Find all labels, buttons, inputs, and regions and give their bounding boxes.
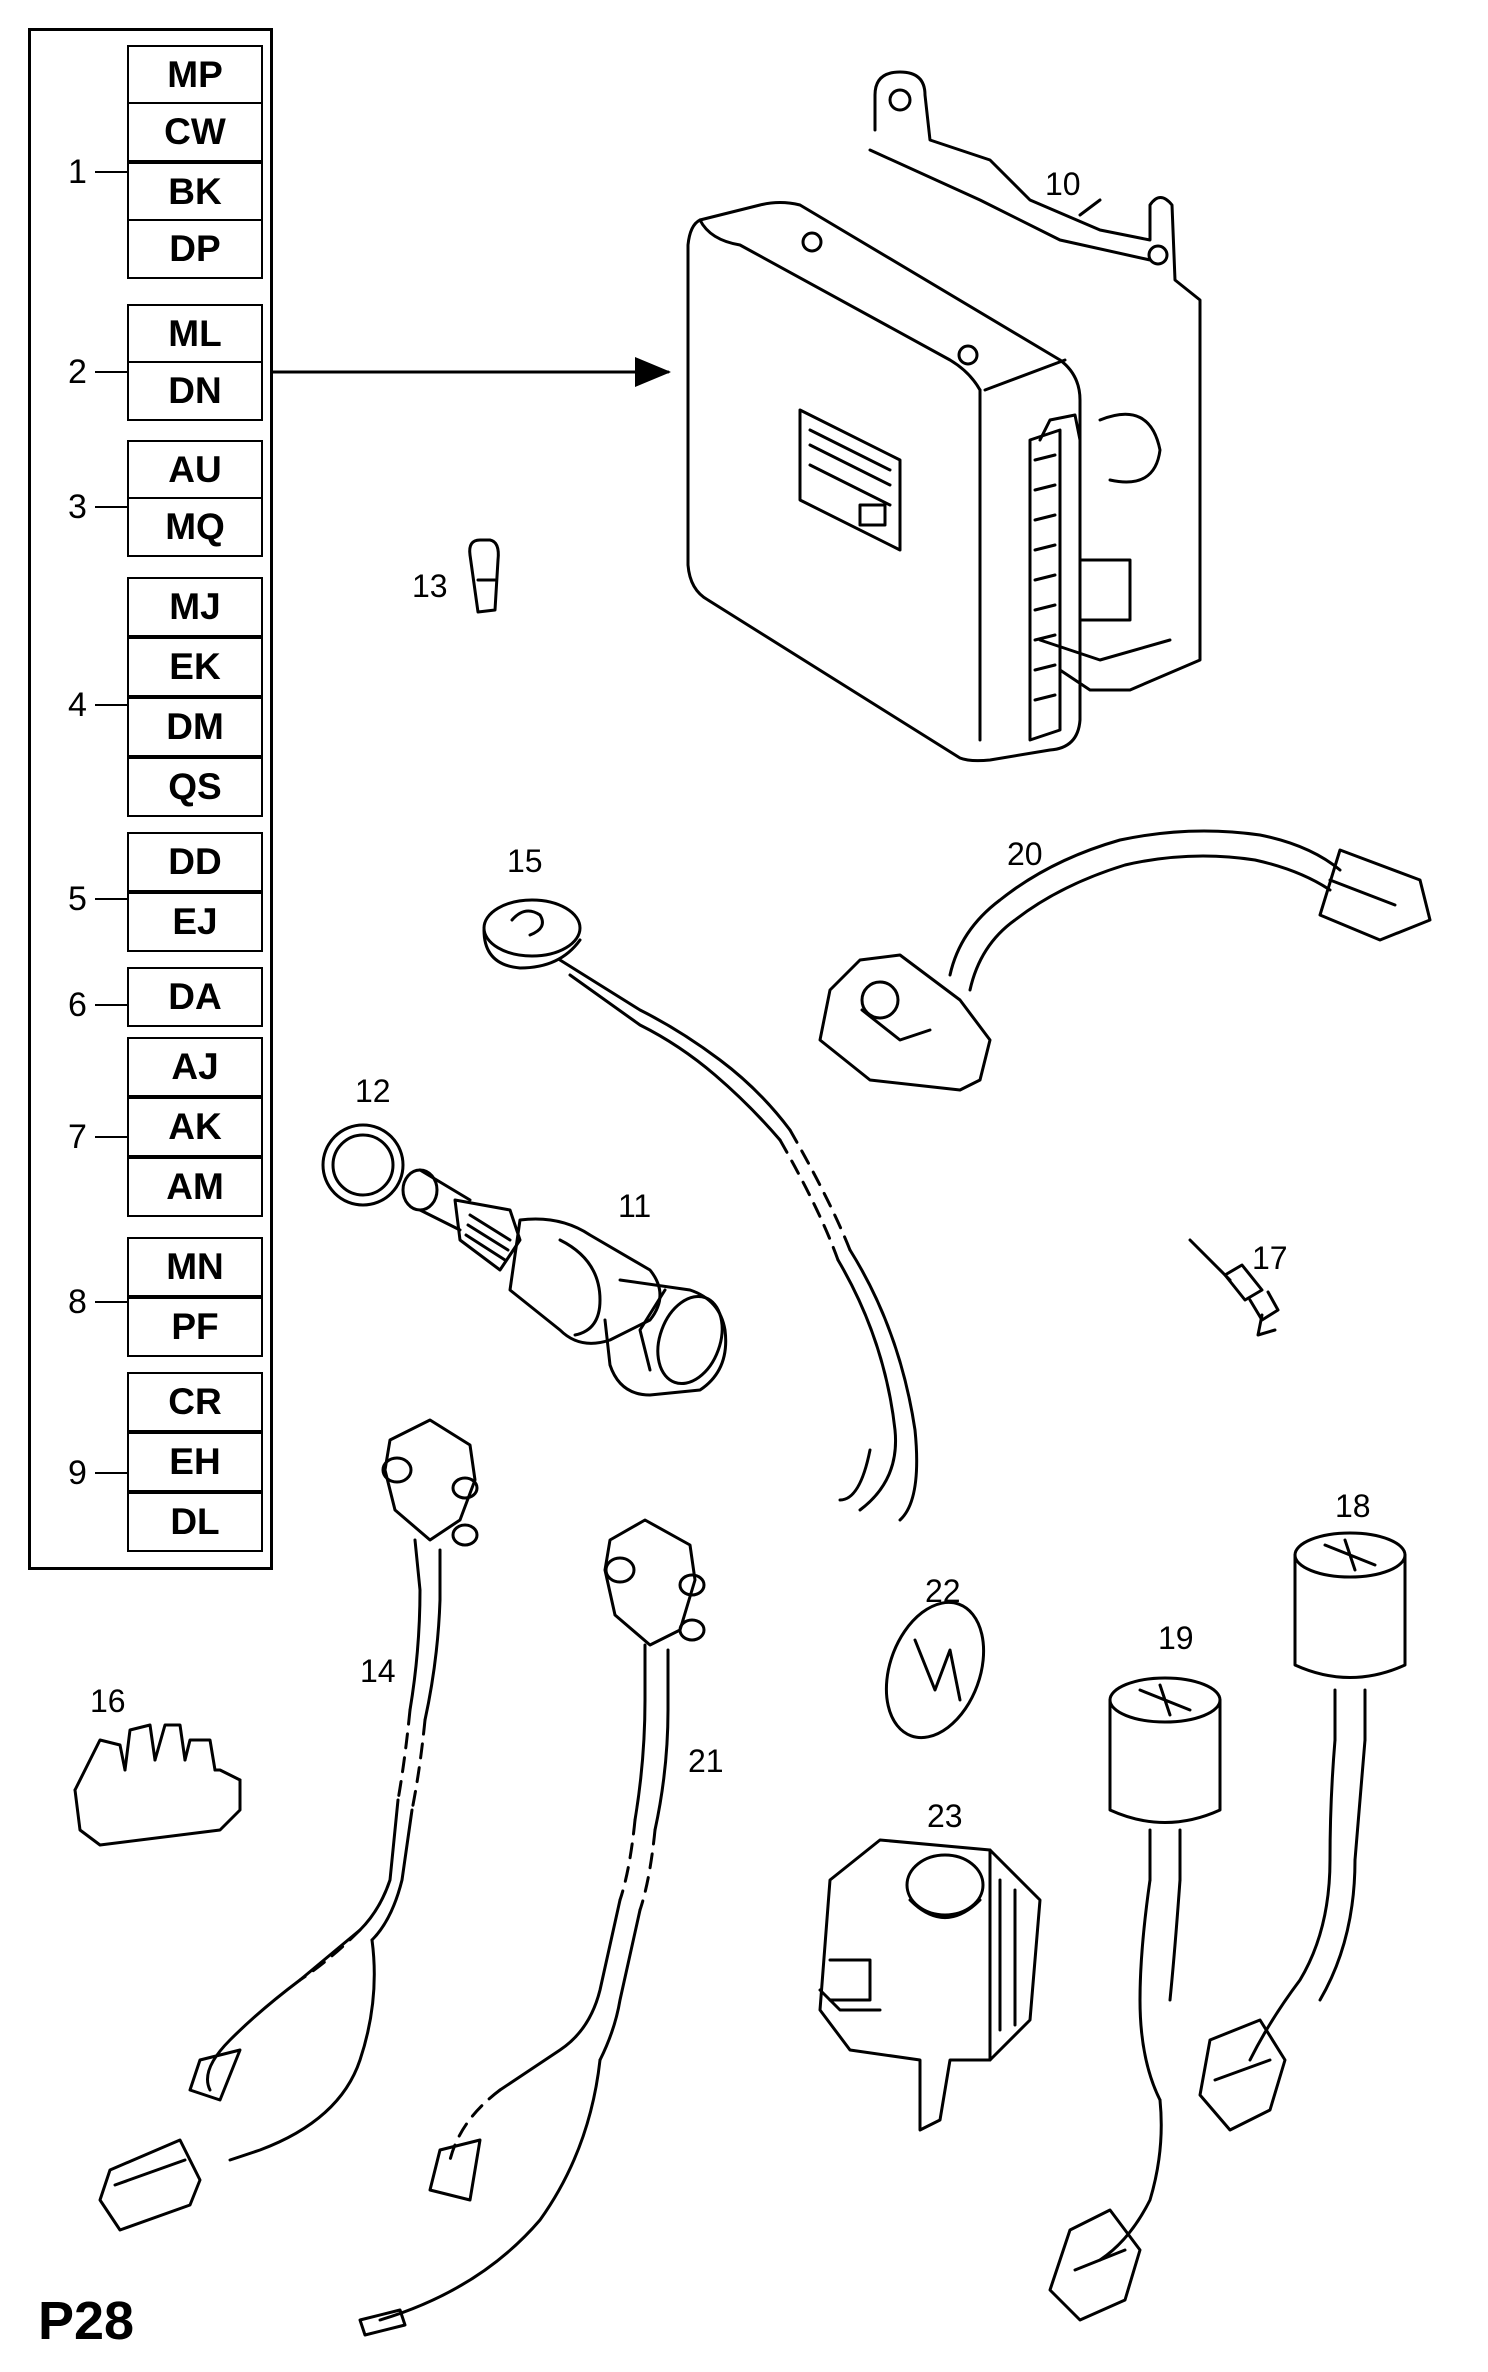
o-ring-12-drawing: [321, 1123, 405, 1207]
legend-group-1-number: 1: [68, 153, 87, 191]
callout-10: 10: [1045, 166, 1081, 202]
leader-10: [1078, 198, 1102, 217]
legend-group-5-number: 5: [68, 880, 87, 918]
code-box-1-4: DP: [127, 219, 263, 279]
code-box-9-2: EH: [127, 1432, 263, 1492]
clip-16-drawing: [73, 1723, 242, 1847]
callout-14: 14: [360, 1653, 396, 1689]
legend-group-7-number: 7: [68, 1118, 87, 1156]
callout-20: 20: [1007, 836, 1043, 872]
code-box-3-2: MQ: [127, 497, 263, 557]
legend-group-7-leader: [95, 1136, 128, 1138]
page-id: P28: [38, 2291, 135, 2351]
control-unit-10-drawing: [686, 70, 1202, 763]
legend-group-6-number: 6: [68, 986, 87, 1024]
callout-19: 19: [1158, 1620, 1194, 1656]
code-box-4-1: MJ: [127, 577, 263, 637]
bulb-13-drawing: [468, 538, 500, 614]
code-box-8-1: MN: [127, 1237, 263, 1297]
code-box-7-3: AM: [127, 1157, 263, 1217]
callout-21: 21: [688, 1743, 724, 1779]
code-box-5-1: DD: [127, 832, 263, 892]
callout-18: 18: [1335, 1488, 1371, 1524]
code-box-6-1: DA: [127, 967, 263, 1027]
legend-group-6-leader: [95, 1004, 128, 1006]
relay-23-drawing: [818, 1838, 1042, 2132]
legend-group-2-number: 2: [68, 353, 87, 391]
legend-group-8-leader: [95, 1301, 128, 1303]
code-box-3-1: AU: [127, 440, 263, 500]
legend-group-5-leader: [95, 898, 128, 900]
legend-group-8-number: 8: [68, 1283, 87, 1321]
harness-21-drawing: [358, 1518, 706, 2337]
code-box-2-1: ML: [127, 304, 263, 364]
callout-12: 12: [355, 1073, 391, 1109]
legend-group-9-leader: [95, 1472, 128, 1474]
harness-14-drawing: [98, 1418, 479, 2232]
callout-11: 11: [618, 1188, 652, 1224]
code-box-7-2: AK: [127, 1097, 263, 1157]
code-box-1-1: MP: [127, 45, 263, 105]
callout-13: 13: [412, 568, 448, 604]
code-box-9-1: CR: [127, 1372, 263, 1432]
legend-group-3-leader: [95, 506, 128, 508]
callout-15: 15: [507, 843, 543, 879]
sensor-15-drawing: [482, 898, 919, 1522]
legend-group-4-leader: [95, 704, 128, 706]
code-box-5-2: EJ: [127, 892, 263, 952]
code-box-4-3: DM: [127, 697, 263, 757]
code-box-9-3: DL: [127, 1492, 263, 1552]
code-box-1-2: CW: [127, 102, 263, 162]
callout-22: 22: [925, 1573, 961, 1609]
callout-16: 16: [90, 1683, 126, 1719]
legend-group-3-number: 3: [68, 488, 87, 526]
sensor-harness-20-drawing: [818, 829, 1432, 1092]
code-box-4-4: QS: [127, 757, 263, 817]
callout-17: 17: [1252, 1240, 1288, 1276]
legend-group-4-number: 4: [68, 686, 87, 724]
cap-22-drawing: [884, 1600, 986, 1740]
code-box-2-2: DN: [127, 361, 263, 421]
callout-23: 23: [927, 1798, 963, 1834]
sensor-19-drawing: [1048, 1676, 1222, 2322]
legend-group-1-leader: [95, 171, 128, 173]
code-box-4-2: EK: [127, 637, 263, 697]
legend-group-2-leader: [95, 371, 128, 373]
code-box-7-1: AJ: [127, 1037, 263, 1097]
switch-11-drawing: [401, 1168, 728, 1397]
legend-group-9-number: 9: [68, 1454, 87, 1492]
code-legend-frame: [28, 28, 273, 1570]
sensor-18-drawing: [1198, 1531, 1407, 2132]
pin-17-drawing: [1188, 1238, 1280, 1337]
code-box-8-2: PF: [127, 1297, 263, 1357]
